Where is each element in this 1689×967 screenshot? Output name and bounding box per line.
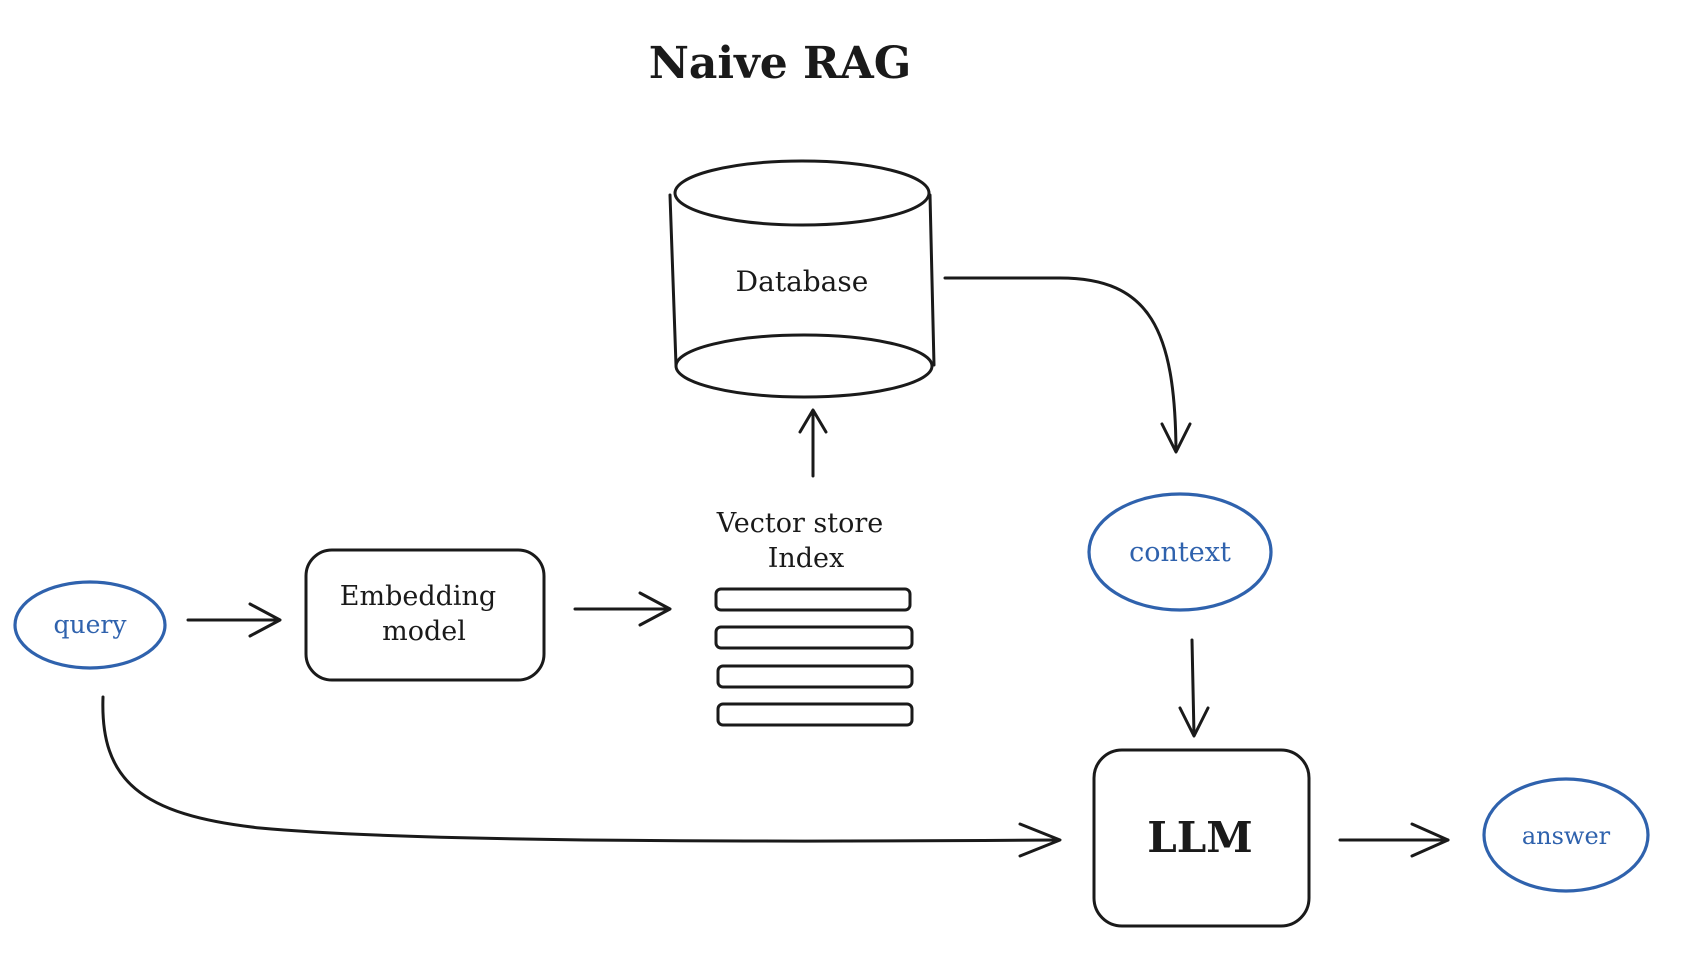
- vector-store-node: Vector store Index: [714, 508, 914, 727]
- query-node: query: [13, 580, 167, 670]
- arrow-query-to-llm: [101, 695, 1062, 858]
- embedding-model-label-line2: model: [382, 616, 466, 647]
- database-bottom: [674, 333, 934, 399]
- arrow-embedding-to-index: [573, 591, 672, 627]
- context-ellipse: [1087, 492, 1273, 612]
- database-label: Database: [736, 265, 869, 298]
- arrow-context-to-llm: [1178, 638, 1210, 738]
- context-node: context: [1087, 492, 1273, 612]
- vector-store-label-line2: Index: [768, 543, 845, 574]
- arrow-index-to-database: [798, 408, 828, 478]
- embedding-model-label-line1: Embedding: [340, 581, 496, 612]
- database-left-side: [668, 193, 678, 367]
- index-row: [716, 664, 914, 689]
- diagram-title: Naive RAG: [649, 38, 912, 89]
- database-node: Database: [668, 159, 936, 399]
- vector-store-label-line1: Vector store: [716, 508, 884, 539]
- arrow-database-to-context: [943, 276, 1192, 454]
- query-ellipse: [13, 580, 167, 670]
- database-top: [673, 159, 931, 227]
- llm-node: LLM: [1092, 748, 1311, 928]
- llm-label: LLM: [1147, 813, 1253, 862]
- index-row: [716, 702, 914, 727]
- index-row: [714, 625, 914, 650]
- query-label: query: [54, 610, 128, 639]
- arrow-llm-to-answer: [1338, 822, 1450, 858]
- index-row: [714, 587, 912, 612]
- embedding-model-node: Embedding model: [304, 548, 546, 682]
- answer-ellipse: [1482, 777, 1650, 893]
- context-label: context: [1129, 537, 1231, 568]
- answer-label: answer: [1522, 822, 1611, 850]
- database-right-side: [928, 193, 936, 367]
- arrow-query-to-embedding: [186, 602, 282, 638]
- llm-box: [1092, 748, 1311, 928]
- answer-node: answer: [1482, 777, 1650, 893]
- embedding-model-box: [304, 548, 546, 682]
